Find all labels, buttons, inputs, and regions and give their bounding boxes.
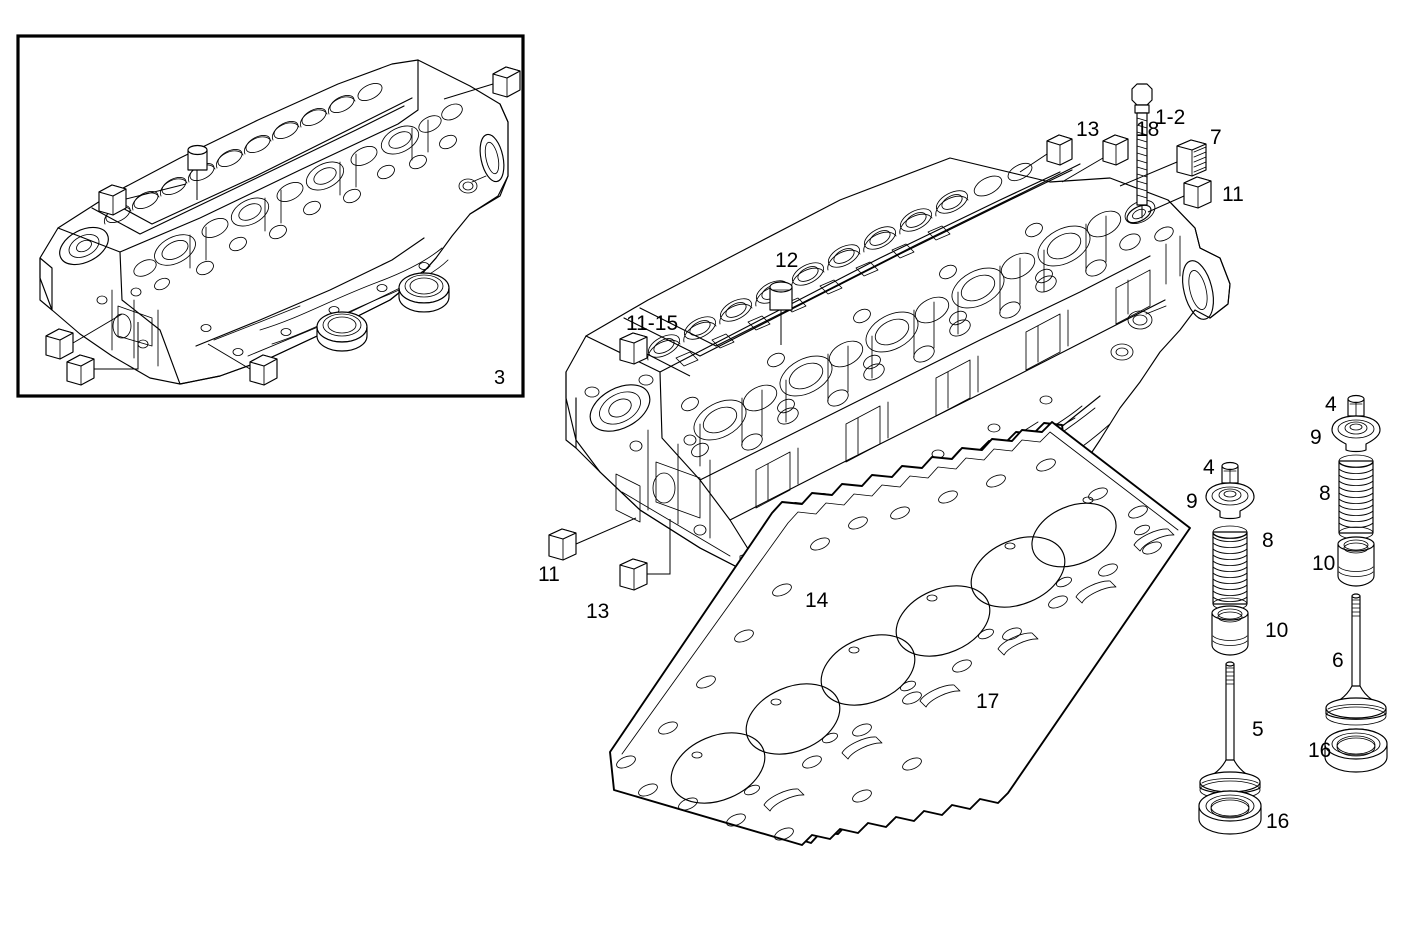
spring-retainer-icon <box>1331 415 1381 453</box>
intake-valve-icon <box>1325 593 1387 726</box>
callout-label-10-right: 10 <box>1312 552 1336 575</box>
inset-frame <box>16 34 525 398</box>
seal-ring-icon <box>398 272 450 313</box>
valve-train-column-right <box>1324 394 1388 773</box>
core-plug-icon <box>1046 134 1073 166</box>
gasket-plate <box>609 421 1191 846</box>
callout-label-13-top: 13 <box>1076 118 1100 141</box>
cup-plug-icon <box>187 144 208 171</box>
callout-label-17: 17 <box>976 690 1000 713</box>
core-plug-icon <box>1102 134 1129 166</box>
callout-label-16-right: 16 <box>1308 739 1332 762</box>
gasket-bores <box>670 502 1117 804</box>
seal-ring-icon <box>316 311 368 352</box>
core-plug-icon <box>45 328 74 360</box>
valve-seat-ring-icon <box>1324 728 1388 773</box>
callout-label-11-bottom: 11 <box>538 563 560 586</box>
core-plug-icon <box>1183 176 1212 209</box>
callout-label-13-bottom: 13 <box>586 600 610 623</box>
exhaust-valve-icon <box>1199 661 1261 800</box>
callout-label-12: 12 <box>775 249 799 272</box>
core-plug-icon <box>66 354 95 386</box>
callout-label-8-left: 8 <box>1262 529 1274 552</box>
callout-label-11-top: 11 <box>1222 183 1244 206</box>
callout-label-9-right: 9 <box>1310 426 1322 449</box>
callout-label-11-15: 11-15 <box>626 312 679 335</box>
callout-label-14: 14 <box>805 589 829 612</box>
callout-label-5: 5 <box>1252 718 1264 741</box>
core-plug-icon <box>98 184 127 216</box>
inset-cylinder-head-drawing <box>39 59 509 385</box>
core-plug-icon <box>249 354 278 386</box>
callout-label-1-2: 1-2 <box>1155 106 1186 129</box>
callout-label-4-right: 4 <box>1325 393 1337 416</box>
spring-retainer-icon <box>1205 482 1255 520</box>
callout-label-16-left: 16 <box>1266 810 1290 833</box>
cylinder-head-bolt-icon <box>1131 83 1153 219</box>
callout-label-9-left: 9 <box>1186 490 1198 513</box>
core-plug-icon <box>548 528 577 561</box>
core-plug-icon <box>492 66 521 98</box>
callout-label-4-left: 4 <box>1203 456 1215 479</box>
valve-stem-seal-icon <box>1337 536 1375 587</box>
callout-label-10-left: 10 <box>1265 619 1289 642</box>
valve-seat-ring-icon <box>1198 790 1262 835</box>
core-plug-icon <box>619 332 648 365</box>
inset-seal-rings <box>316 272 450 352</box>
core-plug-icon <box>619 558 648 591</box>
callout-label-6: 6 <box>1332 649 1344 672</box>
inset-reference-number: 3 <box>494 367 506 389</box>
valve-train-column-left <box>1198 461 1262 835</box>
valve-collet-icon <box>1221 461 1239 484</box>
valve-spring-icon <box>1338 454 1374 540</box>
valve-spring-icon <box>1212 525 1248 611</box>
cup-plug-icon <box>769 281 793 311</box>
callout-label-18: 18 <box>1136 118 1160 141</box>
callout-label-8-right: 8 <box>1319 482 1331 505</box>
threaded-plug-icon <box>1176 139 1207 177</box>
valve-stem-seal-icon <box>1211 605 1249 656</box>
callout-label-7: 7 <box>1210 126 1222 149</box>
inset-core-plugs <box>45 66 521 386</box>
valve-collet-icon <box>1347 394 1365 417</box>
